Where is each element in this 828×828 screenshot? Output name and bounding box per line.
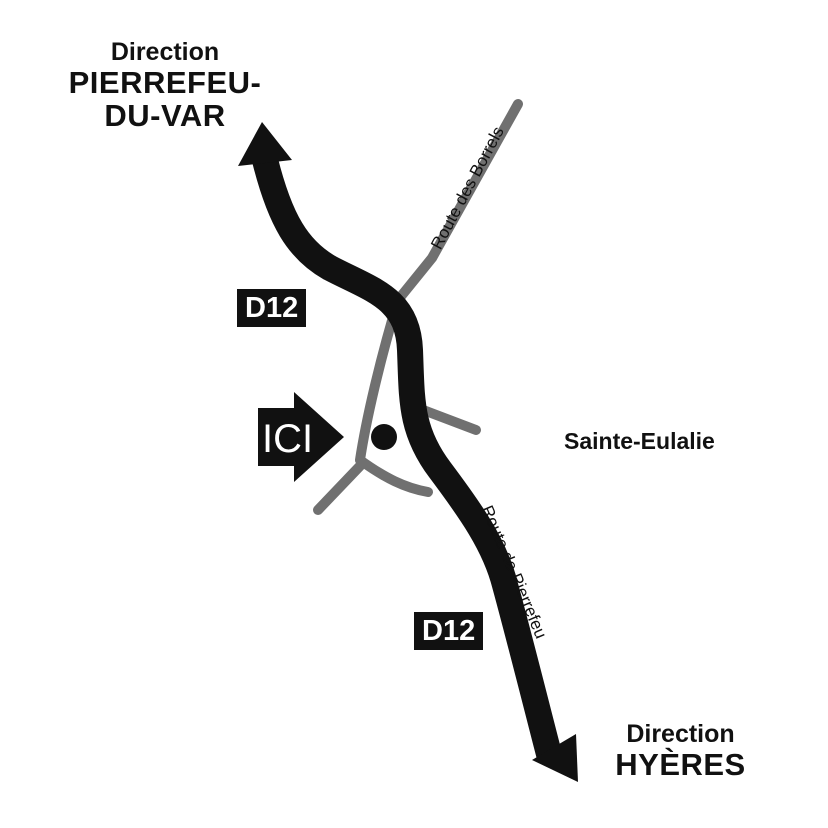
direction-north-line1: Direction [110, 38, 220, 66]
direction-south-label: Direction HYÈRES [598, 720, 763, 782]
ici-arrow [258, 392, 344, 482]
side-road-east-branch [413, 403, 481, 435]
direction-north-label: Direction PIERREFEU- DU-VAR [55, 38, 275, 133]
north-arrow-head [238, 122, 292, 166]
ici-label: ICI [262, 417, 313, 461]
direction-north-line2: PIERREFEU- [68, 65, 262, 100]
route-des-borrels-road [393, 99, 523, 305]
place-name: Sainte-Eulalie [564, 428, 715, 454]
direction-north-line3: DU-VAR [104, 98, 226, 133]
d12-badge-north: D12 [237, 289, 307, 327]
location-dot [371, 424, 397, 450]
south-arrow-head [532, 734, 578, 782]
direction-south-line2: HYÈRES [615, 747, 746, 782]
side-road-west-loop [355, 295, 433, 497]
d12-badge-south: D12 [414, 612, 484, 650]
side-road-southwest-branch [313, 461, 365, 515]
main-road-d12 [252, 156, 563, 762]
direction-south-line1: Direction [626, 720, 735, 748]
